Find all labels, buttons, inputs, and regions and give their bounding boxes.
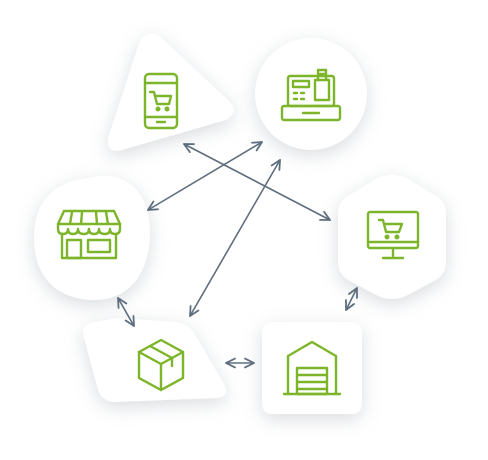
store-node-shape [34,175,150,300]
arrow-mobile-web [183,143,331,221]
web-node-shape [338,175,446,299]
storefront-icon [56,209,122,260]
cash-register-icon [280,68,342,122]
arrow-store-box [117,297,135,327]
arrow-pos-box [189,159,281,317]
connections [117,141,358,369]
pos-node-shape [255,38,367,150]
arrow-web-warehouse [345,287,358,311]
warehouse-icon [282,340,342,396]
mobile-phone-cart-icon [143,72,179,130]
desktop-monitor-cart-icon [366,210,420,260]
package-box-icon [137,338,185,392]
mobile-node-shape [107,33,234,151]
